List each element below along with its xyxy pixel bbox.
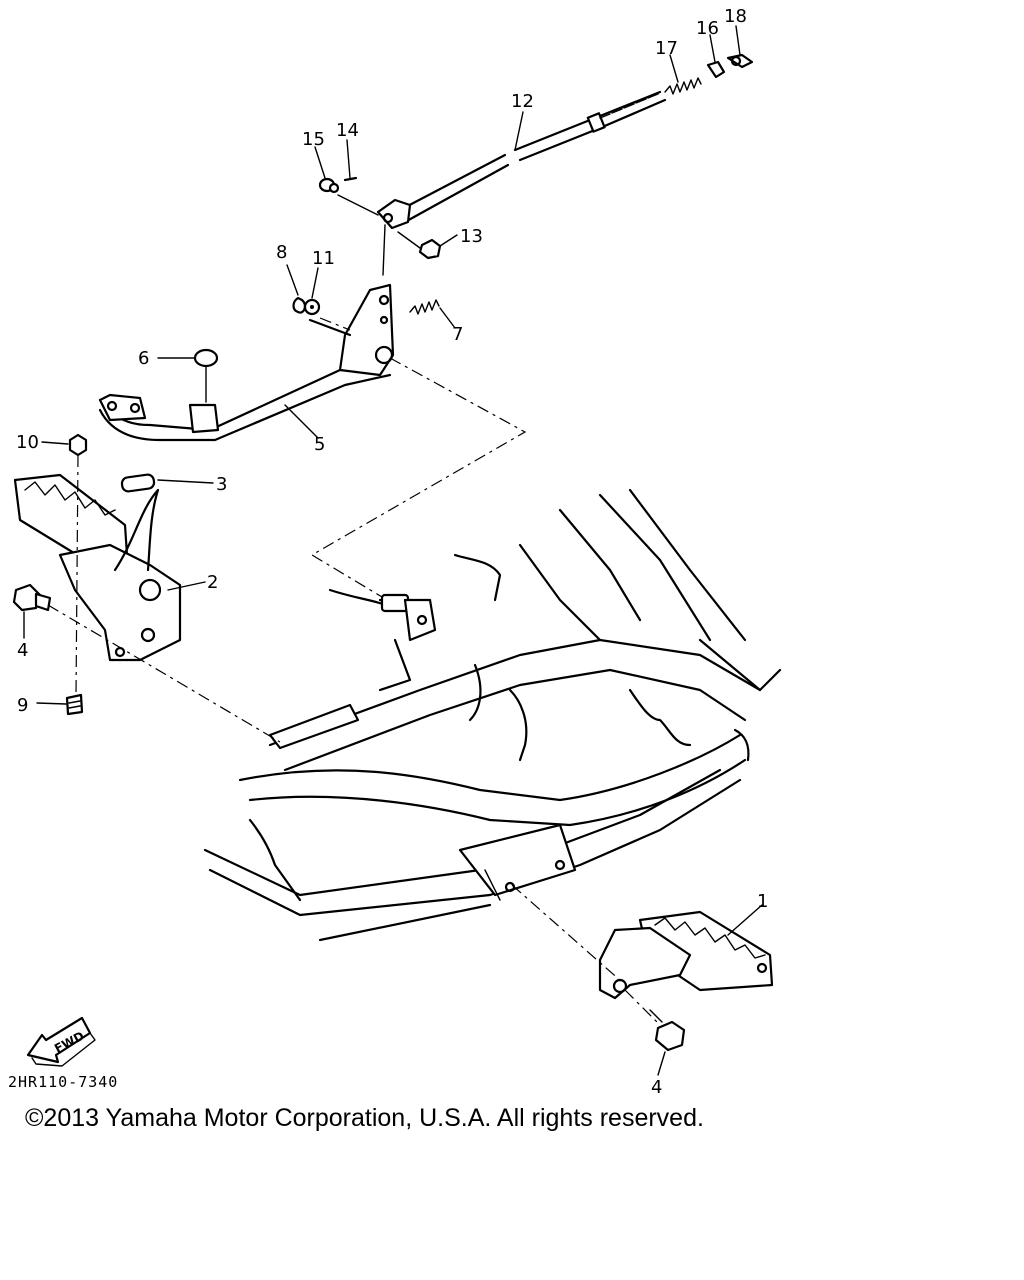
- copyright-notice: ©2013 Yamaha Motor Corporation, U.S.A. A…: [25, 1104, 704, 1132]
- part-10-nut: [68, 433, 88, 457]
- callout-15: 15: [302, 129, 325, 150]
- assembly-lines: [47, 317, 661, 1026]
- callout-16: 16: [696, 18, 719, 39]
- part-13-nut: [397, 231, 442, 260]
- callout-17: 17: [655, 38, 678, 59]
- callout-7: 7: [452, 324, 463, 345]
- callout-4-left: 4: [17, 640, 28, 661]
- part-4-bolt-right: [649, 1009, 686, 1052]
- callout-9: 9: [17, 695, 28, 716]
- callout-13: 13: [460, 226, 483, 247]
- parts-14-15: [318, 176, 379, 216]
- callout-12: 12: [511, 91, 534, 112]
- part-6-cap: [193, 348, 219, 403]
- parts-16-17-18: [664, 53, 754, 95]
- callout-18: 18: [724, 6, 747, 27]
- callout-4-right: 4: [651, 1077, 662, 1098]
- callout-11: 11: [312, 248, 335, 269]
- right-footrest: [598, 910, 774, 1000]
- brake-pedal: [98, 283, 395, 442]
- callout-numbers: 1 2 3 4 4 5 6 7 8 9 10 11 12 13 14 15 16…: [16, 6, 768, 1098]
- callout-10: 10: [16, 432, 39, 453]
- part-4-bolt-left: [12, 583, 52, 612]
- part-7-spring: [409, 299, 440, 315]
- callout-14: 14: [336, 120, 359, 141]
- part-9-bolt: [65, 693, 84, 716]
- diagram-code: 2HR110-7340: [8, 1073, 119, 1091]
- callout-6: 6: [138, 348, 149, 369]
- callout-8: 8: [276, 242, 287, 263]
- callout-2: 2: [207, 572, 218, 593]
- fwd-arrow-icon: FWD: [26, 1016, 96, 1067]
- part-3-pin: [120, 473, 156, 493]
- frame: [203, 488, 782, 942]
- callout-3: 3: [216, 474, 227, 495]
- callout-5: 5: [314, 434, 325, 455]
- left-footrest: [13, 473, 182, 662]
- brake-rod: [376, 90, 667, 276]
- callout-1: 1: [757, 891, 768, 912]
- leader-lines: [23, 25, 763, 1076]
- washers-8-11: [292, 296, 321, 316]
